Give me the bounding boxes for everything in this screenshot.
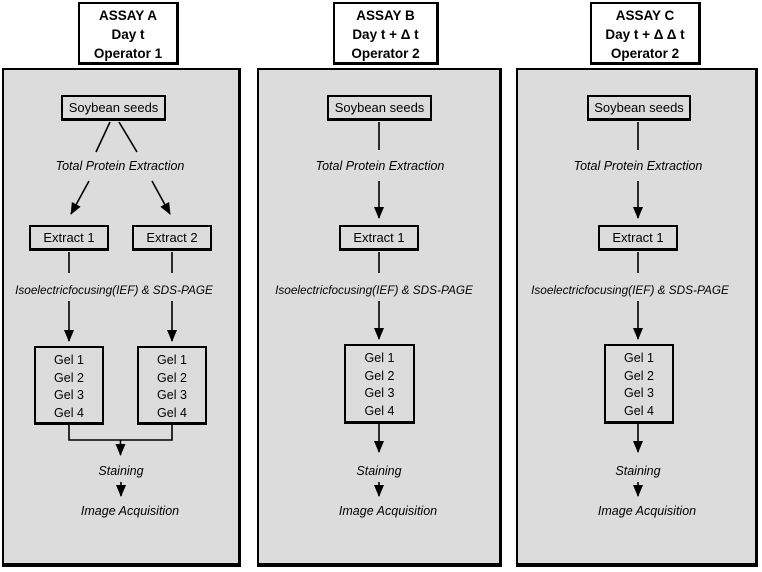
gel-1-label: Gel 1 <box>624 351 654 365</box>
ief-sds-page-label-a: Isoelectricfocusing(IEF) & SDS-PAGE <box>15 283 213 297</box>
assay-c-operator: Operator 2 <box>610 46 680 61</box>
assay-a-title: ASSAY A <box>98 8 158 23</box>
gel-3-label: Gel 3 <box>624 386 654 400</box>
soybean-seeds-box-c: Soybean seeds <box>587 95 691 121</box>
gel-1-label: Gel 1 <box>54 353 84 367</box>
assay-c-title: ASSAY C <box>615 8 675 23</box>
assay-a-panel <box>2 68 241 567</box>
extraction-label-c: Total Protein Extraction <box>573 159 703 173</box>
assay-c-panel <box>516 68 758 567</box>
gel-2-label: Gel 2 <box>364 368 395 383</box>
extract-1-box-b: Extract 1 <box>339 225 419 251</box>
assay-b-operator: Operator 2 <box>351 46 420 61</box>
gel-box-b: Gel 1 Gel 2 Gel 3 Gel 4 <box>344 344 415 424</box>
extract-1-box-a: Extract 1 <box>29 225 109 251</box>
gel-3-label: Gel 3 <box>364 386 395 400</box>
gel-1-label: Gel 1 <box>364 351 395 365</box>
assay-c-header: ASSAY C Day t + Δ Δ t Operator 2 <box>590 2 701 65</box>
assay-a-header: ASSAY A Day t Operator 1 <box>78 2 179 65</box>
staining-label-b: Staining <box>356 464 402 478</box>
image-acquisition-label-b: Image Acquisition <box>338 504 438 518</box>
ief-sds-page-label-c: Isoelectricfocusing(IEF) & SDS-PAGE <box>531 283 729 297</box>
gel-4-label: Gel 4 <box>54 405 84 420</box>
extraction-label-a: Total Protein Extraction <box>55 159 185 173</box>
image-acquisition-label-c: Image Acquisition <box>597 504 697 518</box>
gel-1-label: Gel 1 <box>157 353 187 367</box>
assay-a-day: Day t <box>111 27 145 42</box>
gel-box-c: Gel 1 Gel 2 Gel 3 Gel 4 <box>604 344 674 424</box>
assay-b-panel <box>257 68 502 567</box>
soybean-seeds-box-b: Soybean seeds <box>327 95 432 121</box>
extraction-label-b: Total Protein Extraction <box>315 159 445 173</box>
soybean-seeds-box-a: Soybean seeds <box>61 95 166 121</box>
gel-box-a1: Gel 1 Gel 2 Gel 3 Gel 4 <box>34 346 104 425</box>
gel-4-label: Gel 4 <box>624 403 654 418</box>
gel-box-a2: Gel 1 Gel 2 Gel 3 Gel 4 <box>137 346 207 425</box>
assay-b-header: ASSAY B Day t + Δ t Operator 2 <box>333 2 439 65</box>
extract-1-box-c: Extract 1 <box>598 225 678 251</box>
gel-3-label: Gel 3 <box>54 388 84 402</box>
extract-2-box-a: Extract 2 <box>132 225 212 251</box>
gel-3-label: Gel 3 <box>157 388 187 402</box>
gel-2-label: Gel 2 <box>54 370 84 385</box>
assay-a-operator: Operator 1 <box>93 46 163 61</box>
assay-c-day: Day t + Δ Δ t <box>605 27 685 42</box>
staining-label-c: Staining <box>615 464 661 478</box>
gel-4-label: Gel 4 <box>157 405 187 420</box>
gel-2-label: Gel 2 <box>624 368 654 383</box>
staining-label-a: Staining <box>98 464 144 478</box>
gel-2-label: Gel 2 <box>157 370 187 385</box>
ief-sds-page-label-b: Isoelectricfocusing(IEF) & SDS-PAGE <box>275 283 473 297</box>
assay-b-day: Day t + Δ t <box>352 27 419 42</box>
assay-b-title: ASSAY B <box>356 8 415 23</box>
gel-4-label: Gel 4 <box>364 403 395 418</box>
image-acquisition-label-a: Image Acquisition <box>80 504 180 518</box>
